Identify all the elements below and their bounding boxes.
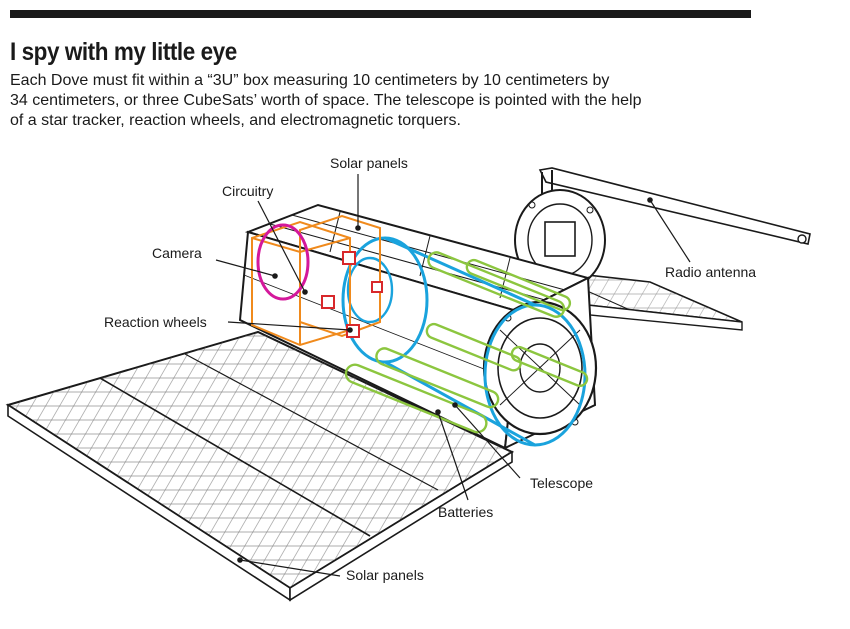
page-title: I spy with my little eye: [10, 38, 237, 66]
radio-antenna: [538, 167, 811, 245]
batteries-outline: [344, 251, 589, 434]
label-telescope: Telescope: [530, 475, 593, 491]
reaction-wheels: [321, 251, 383, 338]
leader-lines: [215, 174, 691, 577]
caption-line: of a star tracker, reaction wheels, and …: [10, 112, 461, 129]
label-radio-antenna: Radio antenna: [665, 264, 756, 280]
camera-outline: [256, 223, 310, 301]
label-batteries: Batteries: [438, 504, 493, 520]
caption: Each Dove must fit within a “3U” box mea…: [10, 71, 730, 131]
label-camera: Camera: [152, 245, 202, 261]
caption-line: 34 centimeters, or three CubeSats’ worth…: [10, 92, 642, 109]
label-reaction-wheels: Reaction wheels: [104, 314, 207, 330]
label-solar-panels-bottom: Solar panels: [346, 567, 424, 583]
label-solar-panels-top: Solar panels: [330, 155, 408, 171]
header-rule: [10, 10, 751, 18]
caption-line: Each Dove must fit within a “3U” box mea…: [10, 72, 610, 89]
label-circuitry: Circuitry: [222, 183, 273, 199]
